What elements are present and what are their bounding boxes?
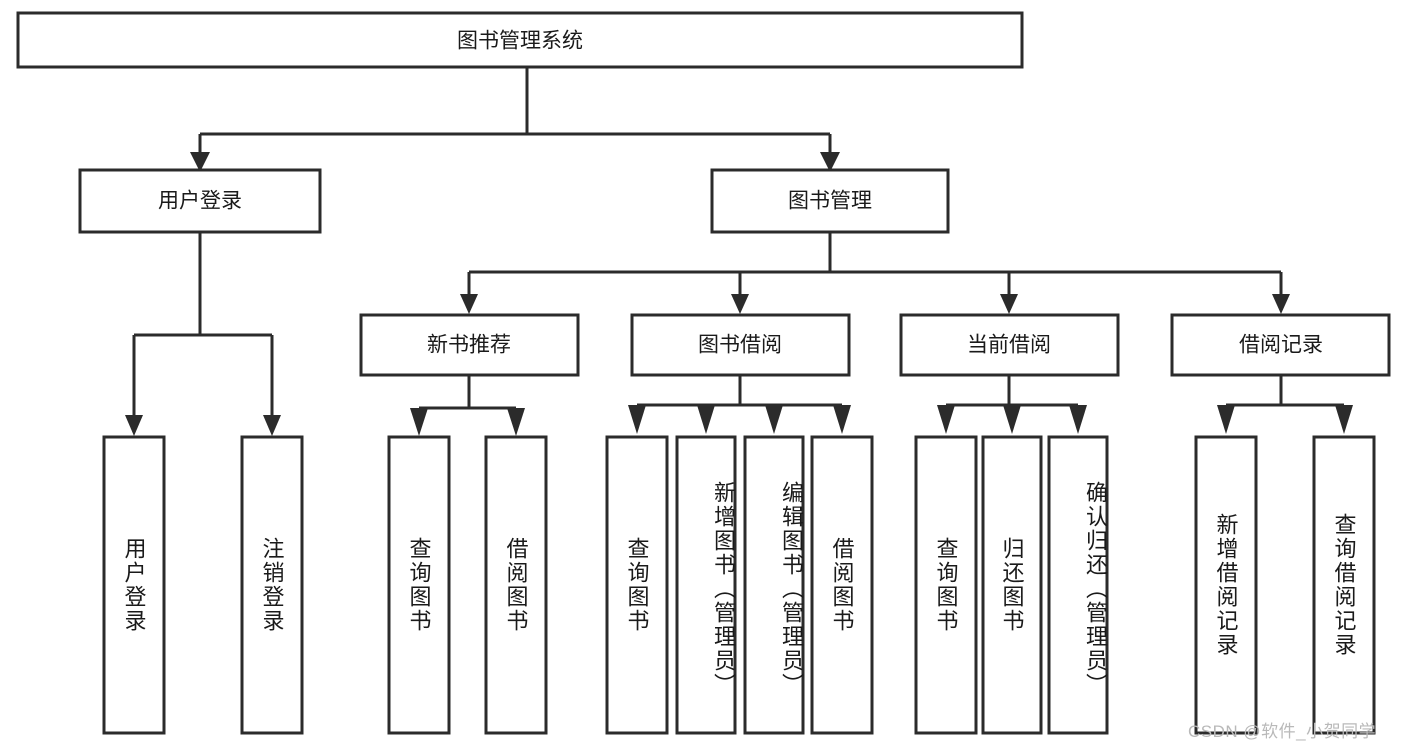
- node-leaf-query-book-3[interactable]: [914, 435, 978, 735]
- node-borrow-record-label: 借阅记录: [1239, 334, 1323, 357]
- node-book-manage-label: 图书管理: [788, 190, 872, 213]
- node-book-borrow-label: 图书借阅: [698, 334, 782, 357]
- node-leaf-user-logout[interactable]: [240, 435, 304, 735]
- node-leaf-return-book[interactable]: [981, 435, 1043, 735]
- arrowhead-current-borrow: [1000, 294, 1018, 314]
- arrowhead-leaf-add-book: [697, 405, 715, 434]
- arrowhead-leaf-add-record: [1217, 405, 1235, 434]
- node-leaf-user-login[interactable]: [102, 435, 166, 735]
- arrowhead-leaf-confirm-return: [1069, 405, 1087, 434]
- watermark-text: CSDN @软件_小贺同学: [1188, 722, 1377, 741]
- node-root-label: 图书管理系统: [457, 30, 583, 53]
- connector-group-user-login: [125, 232, 281, 436]
- arrowhead-leaf-query-book-2: [628, 405, 646, 434]
- arrowhead-leaf-query-book-3: [937, 405, 955, 434]
- arrowhead-book-manage: [820, 152, 840, 172]
- node-current-borrow-label: 当前借阅: [967, 334, 1051, 357]
- node-user-login-label: 用户登录: [158, 190, 242, 213]
- connector-group-book-manage: [460, 232, 1290, 314]
- node-leaf-query-book-1[interactable]: [387, 435, 451, 735]
- node-new-book-recommend[interactable]: [359, 313, 580, 377]
- node-leaf-add-book[interactable]: [675, 435, 737, 735]
- arrowhead-book-borrow: [731, 294, 749, 314]
- connector-group-root: [190, 67, 840, 172]
- node-book-borrow[interactable]: [630, 313, 851, 377]
- connector-group-borrow-record: [1217, 375, 1353, 434]
- node-user-login[interactable]: [78, 168, 322, 234]
- node-leaf-query-record[interactable]: [1312, 435, 1376, 735]
- arrowhead-new-book-recommend: [460, 294, 478, 314]
- arrowhead-leaf-borrow-book-1: [507, 408, 525, 436]
- connector-group-current-borrow: [937, 375, 1087, 434]
- arrowhead-borrow-record: [1272, 294, 1290, 314]
- connector-group-new-book-recommend: [410, 375, 525, 436]
- node-new-book-recommend-label: 新书推荐: [427, 334, 511, 357]
- node-root[interactable]: [16, 11, 1024, 69]
- node-leaf-add-record[interactable]: [1194, 435, 1258, 735]
- node-current-borrow[interactable]: [899, 313, 1120, 377]
- arrowhead-leaf-return-book: [1003, 405, 1021, 434]
- node-borrow-record[interactable]: [1170, 313, 1391, 377]
- arrowhead-user-login: [190, 152, 210, 172]
- arrowhead-leaf-query-book-1: [410, 408, 428, 436]
- arrowhead-leaf-query-record: [1335, 405, 1353, 434]
- arrowhead-leaf-user-logout: [263, 415, 281, 436]
- node-book-manage[interactable]: [710, 168, 950, 234]
- node-leaf-borrow-book-1[interactable]: [484, 435, 548, 735]
- node-leaf-borrow-book-2[interactable]: [810, 435, 874, 735]
- arrowhead-leaf-user-login: [125, 415, 143, 436]
- node-leaf-query-book-2[interactable]: [605, 435, 669, 735]
- connector-group-book-borrow: [628, 375, 851, 434]
- node-leaf-confirm-return[interactable]: [1047, 435, 1109, 735]
- arrowhead-leaf-borrow-book-2: [833, 405, 851, 434]
- arrowhead-leaf-edit-book: [765, 405, 783, 434]
- node-leaf-edit-book[interactable]: [743, 435, 805, 735]
